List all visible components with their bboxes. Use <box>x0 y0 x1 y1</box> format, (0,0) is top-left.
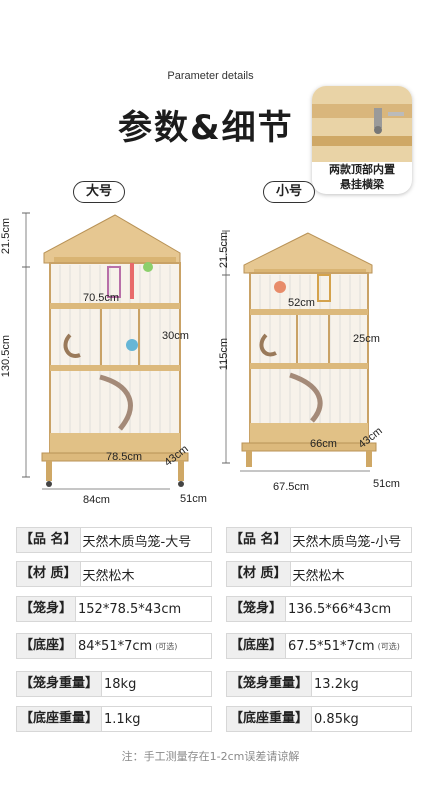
spec-row-left: 【底座】84*51*7cm(可选) <box>16 633 212 659</box>
spec-row-right: 【品 名】天然木质鸟笼-小号 <box>226 527 412 553</box>
spec-value: 天然木质鸟笼-小号 <box>292 534 402 550</box>
spec-row-left: 【品 名】天然木质鸟笼-大号 <box>16 527 212 553</box>
spec-label: 【底座】 <box>227 634 287 658</box>
large-size-badge: 大号 <box>73 181 125 203</box>
small-body-width: 66cm <box>310 438 337 450</box>
spec-value: 天然松木 <box>82 568 135 584</box>
spec-value: 84*51*7cm <box>78 638 153 654</box>
spec-label: 【笼身】 <box>17 597 77 621</box>
spec-row-left: 【笼身重量】18kg <box>16 671 212 697</box>
small-inner-width: 52cm <box>288 297 315 309</box>
small-size-badge: 小号 <box>263 181 315 203</box>
small-door-height: 25cm <box>353 333 380 345</box>
spec-optional-note: (可选) <box>155 641 178 651</box>
callout-line-1: 两款顶部内置 <box>329 163 395 176</box>
small-base-width: 67.5cm <box>273 481 310 493</box>
spec-label: 【底座重量】 <box>227 707 313 731</box>
large-body-height: 130.5cm <box>0 335 12 378</box>
spec-label: 【底座重量】 <box>17 707 103 731</box>
spec-value: 天然木质鸟笼-大号 <box>82 534 192 550</box>
spec-label: 【品 名】 <box>17 528 81 552</box>
large-cage-illustration <box>22 212 189 490</box>
footer-note: 注：手工测量存在1-2cm误差请谅解 <box>121 750 300 763</box>
spec-label: 【品 名】 <box>227 528 291 552</box>
small-roof-height: 21.5cm <box>218 232 230 269</box>
page-subtitle: Parameter details <box>167 70 254 82</box>
spec-label: 【笼身重量】 <box>17 672 103 696</box>
spec-value: 13.2kg <box>314 676 359 692</box>
large-inner-width: 70.5cm <box>83 292 120 304</box>
large-door-height: 30cm <box>162 330 189 342</box>
spec-row-left: 【底座重量】1.1kg <box>16 706 212 732</box>
large-base-depth: 51cm <box>180 493 207 505</box>
hanging-beam-illustration <box>312 86 412 162</box>
page-title: 参数&细节 <box>118 108 294 148</box>
spec-value: 152*78.5*43cm <box>78 601 182 617</box>
spec-optional-note: (可选) <box>377 641 400 651</box>
spec-row-left: 【笼身】152*78.5*43cm <box>16 596 212 622</box>
small-cage-illustration <box>222 230 377 472</box>
spec-value: 18kg <box>104 676 137 692</box>
small-body-height: 115cm <box>218 338 230 371</box>
large-roof-height: 21.5cm <box>0 218 12 255</box>
spec-value: 1.1kg <box>104 711 141 727</box>
spec-row-right: 【底座】67.5*51*7cm(可选) <box>226 633 412 659</box>
callout-caption: 两款顶部内置 悬挂横梁 <box>312 162 412 192</box>
callout-line-2: 悬挂横梁 <box>340 178 384 191</box>
spec-value: 天然松木 <box>292 568 345 584</box>
spec-row-right: 【笼身重量】13.2kg <box>226 671 412 697</box>
spec-row-right: 【笼身】136.5*66*43cm <box>226 596 412 622</box>
spec-value: 136.5*66*43cm <box>288 601 392 617</box>
spec-value: 0.85kg <box>314 711 359 727</box>
spec-label: 【材 质】 <box>227 562 291 586</box>
hook-icon <box>374 108 382 128</box>
spec-value: 67.5*51*7cm <box>288 638 375 654</box>
spec-row-right: 【材 质】天然松木 <box>226 561 412 587</box>
spec-row-right: 【底座重量】0.85kg <box>226 706 412 732</box>
spec-label: 【材 质】 <box>17 562 81 586</box>
large-base-width: 84cm <box>83 494 110 506</box>
detail-callout: 两款顶部内置 悬挂横梁 <box>312 86 412 194</box>
spec-row-left: 【材 质】天然松木 <box>16 561 212 587</box>
small-base-depth: 51cm <box>373 478 400 490</box>
spec-label: 【笼身重量】 <box>227 672 313 696</box>
large-body-width: 78.5cm <box>106 451 143 463</box>
spec-label: 【笼身】 <box>227 597 287 621</box>
spec-label: 【底座】 <box>17 634 77 658</box>
